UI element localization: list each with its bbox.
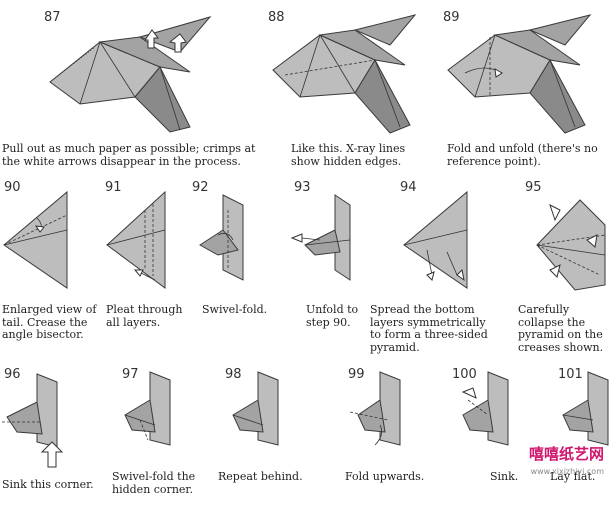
step-99-number: 99 [348,367,365,382]
step-88-caption: Like this. X-ray lines show hidden edges… [291,142,406,168]
step-92-caption: Swivel-fold. [202,303,268,316]
step-97-number: 97 [122,367,139,382]
step-87-number: 87 [44,10,61,25]
step-97-caption: Swivel-fold the hidden corner. [112,470,196,496]
step-97-figure [124,371,171,446]
step-100-caption: Sink. [490,470,519,483]
step-90-caption: Enlarged view of tail. Crease the angle … [2,303,97,341]
step-93-figure [290,194,351,281]
step-98-number: 98 [225,367,242,382]
step-88-number: 88 [268,10,285,25]
step-93-number: 93 [294,180,311,195]
step-93-caption: Unfold to step 90. [306,303,359,329]
step-89-figure [447,14,592,134]
step-94-number: 94 [400,180,417,195]
step-89-number: 89 [443,10,460,25]
step-92-number: 92 [192,180,209,195]
step-92-figure [199,194,244,281]
step-99-figure [349,371,401,446]
step-90-number: 90 [4,180,21,195]
step-88-figure [272,14,417,134]
step-91-caption: Pleat through all layers. [106,303,183,329]
step-95-figure [536,199,606,291]
step-99-caption: Fold upwards. [345,470,425,483]
step-96-number: 96 [4,367,21,382]
step-95-number: 95 [525,180,542,195]
step-94-caption: Spread the bottom layers symmetrically t… [370,303,488,354]
step-101-figure [562,371,609,446]
step-95-caption: Carefully collapse the pyramid on the cr… [518,303,604,354]
step-101-caption: Lay flat. [550,470,596,483]
step-87-caption: Pull out as much paper as possible; crim… [2,142,256,168]
step-91-number: 91 [105,180,122,195]
step-100-figure [461,371,509,446]
step-94-figure [403,190,468,289]
step-98-caption: Repeat behind. [218,470,303,483]
step-96-caption: Sink this corner. [2,478,94,491]
step-96-figure [2,373,64,468]
step-90-figure [3,190,68,289]
step-87-figure [49,16,212,133]
step-89-caption: Fold and unfold (there's no reference po… [447,142,598,168]
step-98-figure [232,371,279,446]
watermark-url: www.xixizhiyi.com [530,467,604,476]
watermark-title: 嘻嘻纸艺网 [528,445,604,463]
step-91-figure [106,190,166,289]
step-100-number: 100 [452,367,477,382]
step-101-number: 101 [558,367,583,382]
